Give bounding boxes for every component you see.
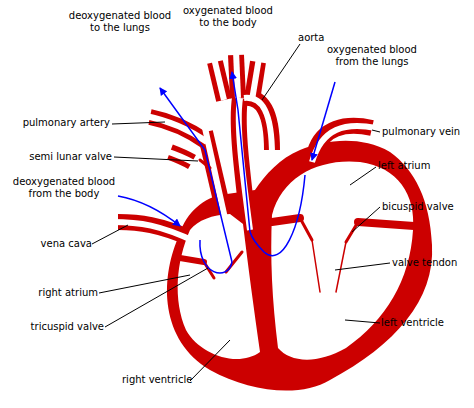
part-label: pulmonary artery [10,117,110,129]
leader-line [372,130,380,132]
leader-line [105,268,208,327]
pulmonary-branch-lumen [166,151,194,163]
valve-tendon [312,240,320,292]
vena-cava-lumen [112,222,196,242]
part-label: aorta [298,32,324,44]
flow-arrow [232,72,250,232]
pulmonary-vein-lumen [312,126,376,162]
part-label: right ventricle [122,374,192,386]
part-label: bicuspid valve [382,201,454,213]
part-label: left ventricle [381,317,444,329]
valves [180,160,414,292]
flow-arrow [312,82,335,160]
pulmonary-artery-lumen [146,116,207,142]
part-label: right atrium [8,287,98,299]
valve-tendon [336,242,346,292]
leader-line [114,157,198,161]
leader-line [262,44,300,100]
part-label: oxygenated blood from the lungs [317,44,427,68]
atrioventricular-wall [358,222,414,226]
tricuspid-wall [180,258,204,262]
part-label: valve tendon [392,257,457,269]
blood-flow-arrows [118,72,335,273]
leader-lines [92,44,390,381]
leader-line [352,207,380,232]
bicuspid-flap [300,218,312,240]
part-label: deoxygenated blood to the lungs [65,10,175,34]
aorta-arch-lumen [244,98,272,156]
right-chambers [178,214,260,359]
leader-line [350,167,376,185]
vessel-lumens [112,51,376,242]
pulmonary-trunk-lumen [205,128,228,232]
aorta-branch-lumen [214,58,224,100]
part-label: pulmonary vein [382,126,460,138]
leader-line [112,122,165,124]
leader-line [99,275,190,293]
aorta-branch-lumen [252,58,259,100]
part-label: oxygenated blood to the body [180,5,276,29]
part-label: tricuspid valve [4,321,104,333]
flow-arrow [118,196,180,226]
leader-line [345,320,380,323]
part-label: left atrium [378,160,430,172]
flow-arrow [200,240,232,273]
part-label: deoxygenated blood from the body [9,176,119,200]
leader-line [190,340,230,381]
leader-line [92,225,128,244]
aorta-branch-lumen [236,51,238,98]
leader-line [335,263,390,270]
flow-arrow [250,175,305,256]
part-label: semi lunar valve [12,151,112,163]
flow-arrow [160,88,232,262]
atrioventricular-wall [272,218,300,222]
part-label: vena cava [12,238,92,250]
